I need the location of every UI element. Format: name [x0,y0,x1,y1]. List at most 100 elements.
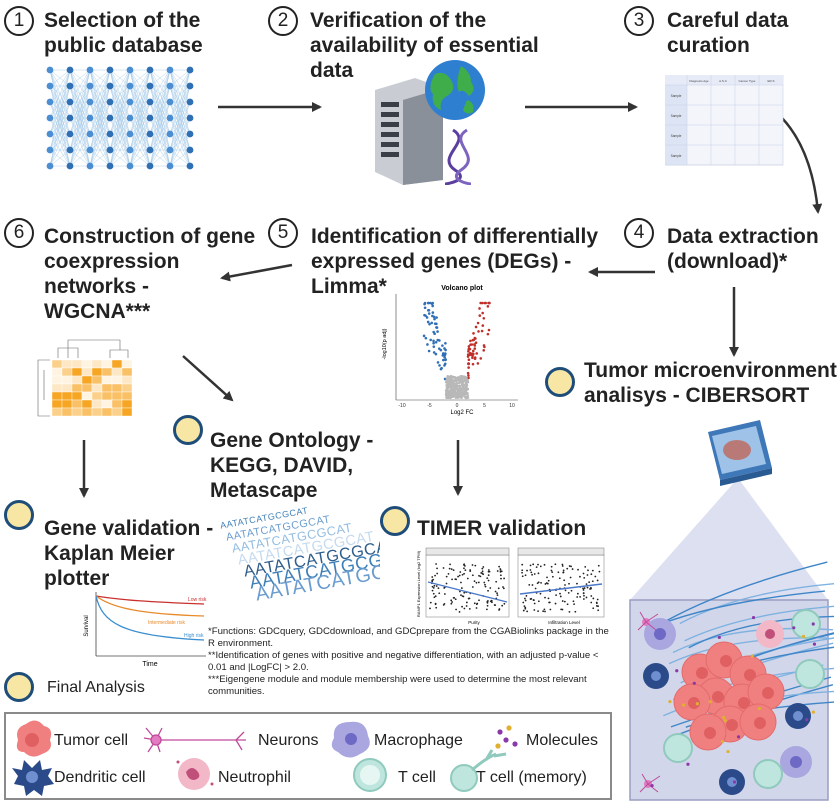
volcano-point [465,380,469,383]
timer-point [471,586,474,588]
molecule [805,718,809,722]
volcano-point [457,390,461,394]
volcano-point [471,338,475,342]
dendritic-nucleus [651,671,661,681]
timer-point [567,591,570,594]
network-node [66,66,74,74]
timer-point [463,591,466,594]
timer-point [455,608,457,611]
tumor-nucleus [754,717,766,729]
volcano-point [441,358,445,362]
timer-point [471,574,474,577]
timer-point [529,569,532,571]
step-5-number: 5 [268,218,298,248]
timer-point [568,582,570,585]
heatmap-cell [101,367,113,377]
timer-point [500,570,503,573]
heatmap-cell [91,383,103,393]
timer-point [570,565,572,568]
network-node [126,82,134,90]
macrophage-icon [331,721,370,758]
analysis-marker [545,367,575,397]
volcano-point [453,379,457,383]
timer-point [521,569,524,572]
km-ylabel: Survival [84,615,90,636]
molecule [686,762,690,766]
timer-point [475,607,478,609]
macrophage-nucleus [790,756,802,768]
volcano-point [441,344,444,347]
volcano-point [481,324,485,327]
heatmap-cell [61,375,73,385]
timer-point [540,581,542,584]
volcano-point [443,347,446,350]
step-4-title: Data extraction (download)* [667,225,819,273]
timer-point [562,569,565,572]
timer-point [583,576,586,579]
timer-point [544,596,546,599]
t-cell-icon [353,758,387,792]
heatmap-cell [101,383,113,393]
volcano-point [450,387,453,391]
timer-point [544,610,546,613]
heatmap-cell [81,375,93,385]
network-node [126,114,134,122]
timer-point [486,601,489,604]
volcano-point [465,383,469,387]
volcano-point [482,349,486,352]
volcano-point [471,356,474,360]
volcano-point [466,387,469,391]
timer-point [450,568,453,571]
volcano-xlabel: Log2 FC [450,410,474,416]
timer-point [598,570,601,573]
step-4-number: 4 [624,218,654,248]
timer-point [555,594,558,596]
timer-point [590,595,593,597]
volcano-point [427,312,431,315]
volcano-point [481,301,484,305]
volcano-point [455,391,459,394]
volcano-tick-label: 0 [456,403,459,409]
tumor-nucleus [688,697,700,709]
volcano-point [432,351,436,354]
network-node [46,114,54,122]
gene-ontology-title: Gene Ontology - KEGG, DAVID, Metascape [210,429,374,502]
timer-point [530,571,533,574]
volcano-point [424,314,427,317]
timer-point [491,601,493,604]
volcano-point [479,357,483,360]
timer-point [563,579,566,582]
timer-point [454,598,457,601]
timer-point [537,563,539,566]
volcano-tick-label: 5 [483,403,486,409]
step-3-number: 3 [624,6,654,36]
network-node [46,146,54,154]
heatmap-cell [81,359,93,369]
analysis-marker [4,672,34,702]
timer-point [499,568,502,570]
timer-point [434,574,436,577]
heatmap-cell [101,399,113,409]
heatmap-cell [51,367,63,377]
timer-point [597,564,600,567]
timer-point [442,604,445,606]
timer-point [524,574,527,577]
timer-point [591,569,594,572]
timer-point [521,575,524,578]
heatmap-cell [61,367,73,377]
timer-point [476,602,479,605]
timer-point [562,571,565,574]
network-node [126,98,134,106]
timer-point [523,605,526,608]
volcano-point [432,339,435,343]
volcano-point [471,362,475,366]
timer-point [526,610,529,613]
timer-point [522,601,525,604]
network-node [46,130,54,138]
server-globe-graphic [375,60,485,185]
network-node [86,146,94,154]
timer-point [531,584,534,586]
network-node [166,162,174,170]
timer-point [564,584,566,586]
timer-point [434,595,437,598]
